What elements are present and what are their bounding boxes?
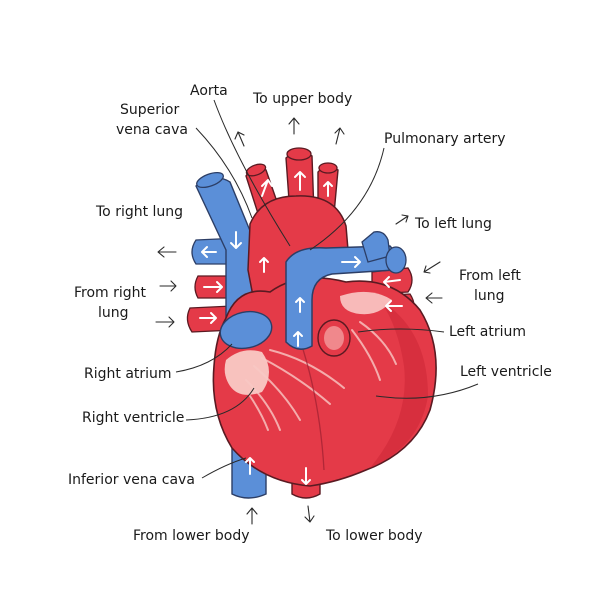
label-from-left-lung-2: lung: [474, 288, 505, 304]
label-to-left-lung: To left lung: [414, 216, 492, 232]
label-superior-vena-cava-1: Superior: [120, 102, 179, 118]
leader-lines: [175, 99, 479, 479]
label-left-ventricle: Left ventricle: [460, 364, 552, 380]
label-aorta: Aorta: [190, 83, 228, 99]
label-from-left-lung-1: From left: [459, 268, 521, 284]
direction-arrows: [155, 117, 443, 525]
heart-highlight-right: [340, 291, 392, 315]
label-to-right-lung: To right lung: [95, 204, 183, 220]
heart-highlight-left: [224, 350, 269, 395]
flow-arrows: [199, 171, 403, 485]
label-to-lower-body: To lower body: [325, 528, 423, 544]
label-from-right-lung-2: lung: [98, 305, 129, 321]
label-to-upper-body: To upper body: [252, 91, 352, 107]
label-right-ventricle: Right ventricle: [82, 410, 184, 426]
label-right-atrium: Right atrium: [84, 366, 172, 382]
label-left-atrium: Left atrium: [449, 324, 526, 340]
label-from-lower-body: From lower body: [133, 528, 249, 544]
right-atrium-shape: [219, 310, 273, 350]
label-pulmonary-artery: Pulmonary artery: [384, 131, 506, 147]
pulmonary-trunk: [285, 245, 397, 350]
label-superior-vena-cava-2: vena cava: [116, 122, 188, 138]
label-inferior-vena-cava: Inferior vena cava: [68, 472, 195, 488]
label-from-right-lung-1: From right: [74, 285, 147, 301]
